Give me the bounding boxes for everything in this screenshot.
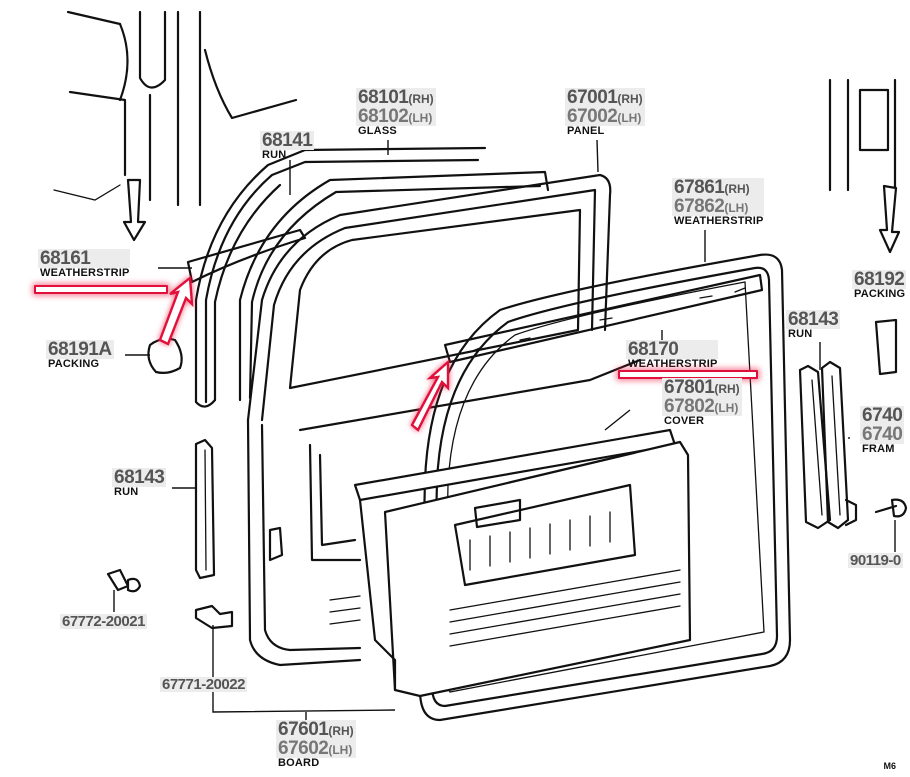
part-90119-bolt [874, 498, 908, 518]
part-68143-right-run [798, 360, 858, 530]
part-number[interactable]: 68191A [46, 339, 114, 360]
callout-67861[interactable]: 67861(RH) 67862(LH) WEATHERSTRIP [672, 178, 764, 227]
callout-67601[interactable]: 67601(RH) 67602(LH) BOARD [276, 720, 356, 769]
side-label: (RH) [617, 92, 643, 106]
part-number[interactable]: 68143 [112, 467, 167, 488]
part-name: FRAM [862, 443, 895, 455]
callout-68143-right[interactable]: 68143 RUN [786, 309, 841, 340]
part-number[interactable]: 68143 [786, 309, 841, 330]
part-name: RUN [262, 149, 287, 161]
callout-6740x[interactable]: 6740 6740 FRAM [860, 405, 905, 455]
part-number-lh[interactable]: 67802 [664, 396, 715, 417]
callout-67801[interactable]: 67801(RH) 67802(LH) COVER [662, 378, 742, 427]
part-number-lh[interactable]: 68102 [358, 106, 409, 127]
part-name: GLASS [358, 125, 397, 137]
side-label: (LH) [408, 111, 433, 125]
side-label: (LH) [617, 111, 642, 125]
leader-lines [113, 139, 896, 720]
part-name: COVER [664, 415, 705, 427]
side-label: (RH) [724, 182, 750, 196]
part-number-rh[interactable]: 68101 [358, 87, 409, 108]
part-68170-weatherstrip [443, 273, 764, 364]
part-name: WEATHERSTRIP [628, 358, 718, 370]
callout-90119[interactable]: 90119-0 [848, 553, 903, 568]
part-67861-weatherstrip [418, 253, 792, 722]
side-label: (RH) [714, 382, 740, 396]
part-67001-panel [246, 173, 642, 667]
part-number-lh[interactable]: 67002 [567, 106, 618, 127]
part-name: WEATHERSTRIP [674, 215, 764, 227]
direction-arrow-right-icon [878, 184, 901, 254]
callout-68101[interactable]: 68101(RH) 68102(LH) GLASS [356, 88, 436, 137]
part-68143-left-run [194, 438, 216, 580]
part-name: RUN [788, 328, 813, 340]
side-label: (LH) [328, 743, 353, 757]
callout-68161[interactable]: 68161 WEATHERSTRIP [38, 249, 130, 279]
callout-68191a[interactable]: 68191A PACKING [46, 340, 114, 370]
side-label: (RH) [408, 92, 434, 106]
part-number[interactable]: 68161 [38, 249, 130, 268]
callout-68192[interactable]: 68192 PACKING [852, 269, 907, 300]
part-number-lh[interactable]: 67862 [674, 196, 725, 217]
part-name: PACKING [854, 288, 906, 300]
direction-arrow-icon [122, 178, 147, 242]
callout-67771-20022[interactable]: 67771-20022 [160, 677, 247, 692]
body-pillar-illustration [53, 10, 298, 207]
part-number[interactable]: 90119-0 [848, 552, 903, 569]
callout-68170[interactable]: 68170 WEATHERSTRIP [626, 340, 718, 370]
side-label: (LH) [724, 201, 749, 215]
part-number[interactable]: 68170 [626, 340, 718, 359]
part-number-rh[interactable]: 67601 [278, 719, 329, 740]
callout-67772-20021[interactable]: 67772-20021 [60, 614, 147, 629]
part-number[interactable]: 68141 [260, 130, 315, 151]
part-name: WEATHERSTRIP [40, 267, 130, 279]
highlight-arrow-icon [158, 275, 194, 346]
part-name: RUN [114, 486, 139, 498]
part-67771-clip [194, 604, 234, 630]
part-name: PACKING [48, 358, 100, 370]
part-number[interactable]: 67771-20022 [160, 676, 247, 693]
right-pillar-illustration [828, 78, 897, 192]
part-67601-board [353, 428, 692, 698]
part-68101-glass [238, 170, 550, 402]
part-67801-cover [358, 498, 397, 692]
part-number[interactable]: 68192 [852, 269, 907, 290]
part-68191a-packing [147, 337, 183, 374]
part-67772-screw [106, 568, 142, 593]
part-68141-run [194, 146, 487, 408]
part-68161-weatherstrip [186, 228, 307, 284]
highlight-underline [34, 285, 168, 294]
part-number-rh[interactable]: 67861 [674, 177, 725, 198]
part-68192-packing [874, 318, 898, 376]
part-name: PANEL [567, 125, 605, 137]
part-number[interactable]: 6740 [860, 424, 905, 445]
part-number-rh[interactable]: 67001 [567, 87, 618, 108]
part-number[interactable]: 67772-20021 [60, 613, 147, 630]
highlight-arrow-icon [410, 359, 450, 432]
page-code: M6 [883, 761, 896, 771]
callout-68143-left[interactable]: 68143 RUN [112, 467, 167, 498]
side-label: (LH) [714, 401, 739, 415]
callout-68141[interactable]: 68141 RUN [260, 130, 315, 161]
part-number-rh[interactable]: 67801 [664, 377, 715, 398]
part-name: BOARD [278, 757, 320, 769]
part-number-lh[interactable]: 67602 [278, 738, 329, 759]
part-number[interactable]: 6740 [860, 405, 905, 426]
callout-67001[interactable]: 67001(RH) 67002(LH) PANEL [565, 88, 645, 137]
side-label: (RH) [328, 724, 354, 738]
